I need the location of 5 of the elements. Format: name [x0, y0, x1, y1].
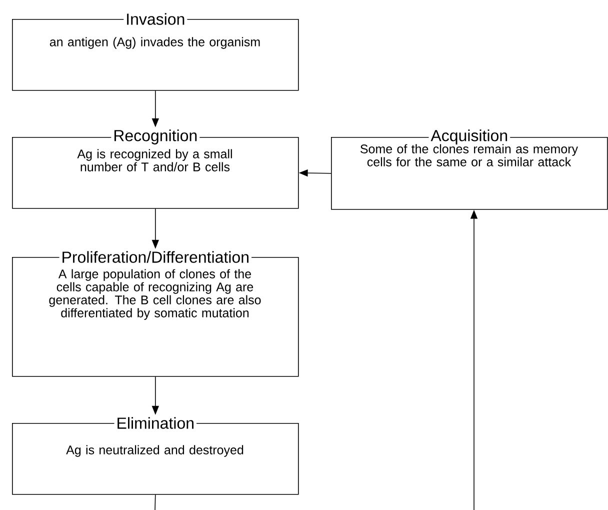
titled-box: Recognition Ag is recognized by a small number of T and/or B cells — [12, 128, 299, 209]
titled-box: Invasion an antigen (Ag) invades the organism — [12, 11, 299, 91]
titled-box: Elimination Ag is neutralized and destroyed — [12, 415, 299, 495]
titled-box: Acquisition Some of the clones remain as memory cells for the same or a similar attack — [331, 128, 608, 210]
titled-box: Proliferation/Differentiation A large population of clones of the cells capable of recognizing Ag are generated. The B cell clones are also differentiated by somatic mutation — [12, 249, 299, 377]
